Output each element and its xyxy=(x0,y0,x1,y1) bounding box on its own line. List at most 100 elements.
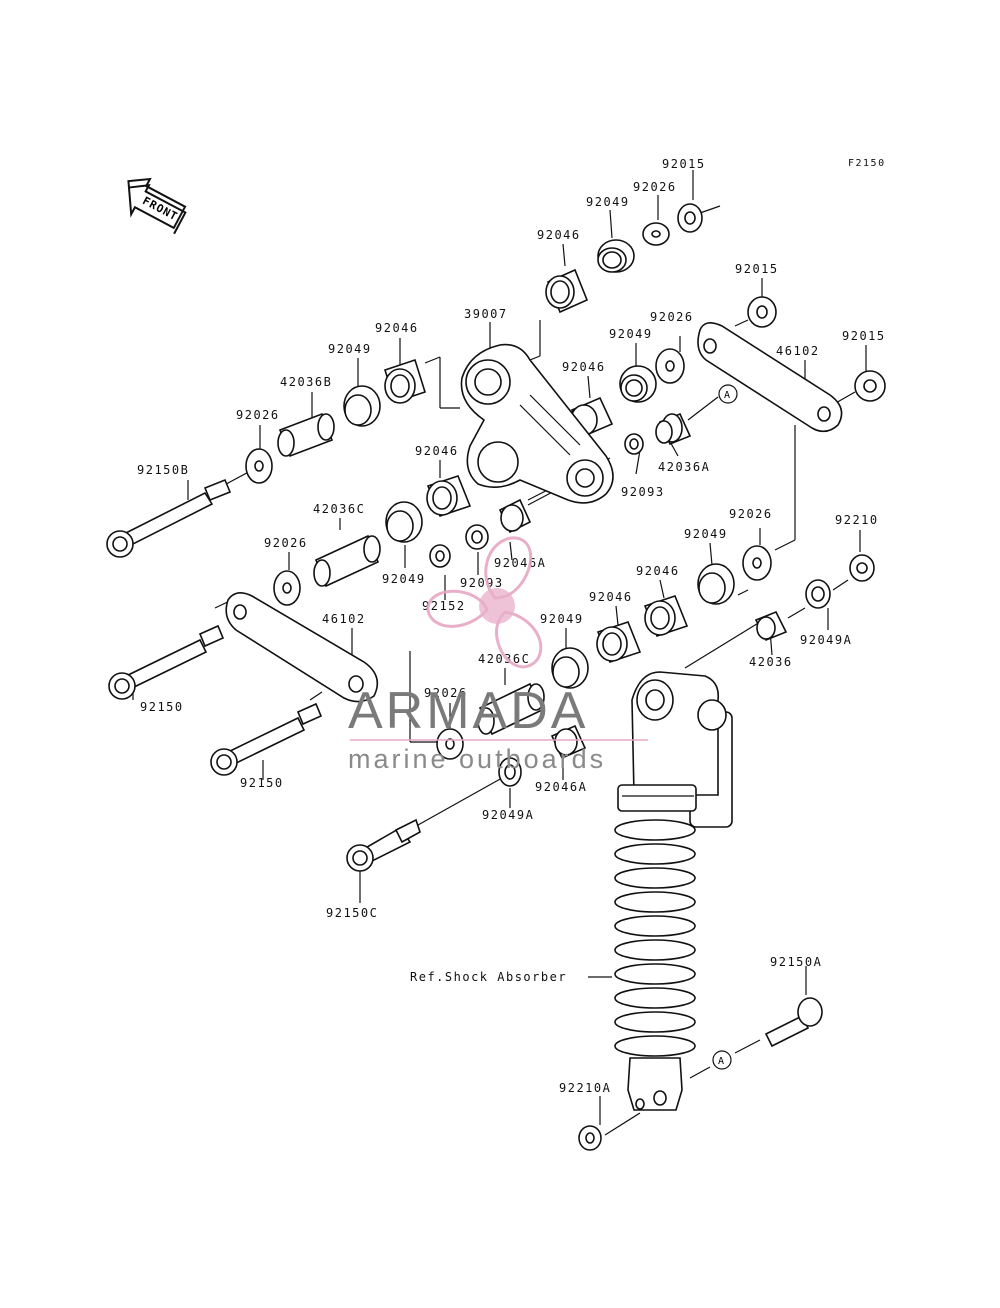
seal-92049a-right xyxy=(805,579,831,609)
seal-92049a-lower xyxy=(498,757,522,787)
marker-a-lower: A xyxy=(712,1050,732,1070)
part-label: 92049 xyxy=(540,612,584,626)
nut-92015-top xyxy=(677,203,703,233)
bushing-92046a-center xyxy=(498,498,532,534)
part-label: 92150B xyxy=(137,463,189,477)
figure-code: F2150 xyxy=(848,158,886,169)
part-label: 92150 xyxy=(240,776,284,790)
bolt-92150c xyxy=(346,818,421,872)
part-label: 92026 xyxy=(729,507,773,521)
bolt-92150b xyxy=(106,478,232,558)
part-label: 46102 xyxy=(776,344,820,358)
seal-92049-mid xyxy=(619,365,657,403)
part-label: 92046 xyxy=(589,590,633,604)
front-arrow-icon: FRONT xyxy=(127,177,187,235)
seal-92049-lower xyxy=(551,647,589,689)
part-label: 42036C xyxy=(478,652,530,666)
part-label: 92049 xyxy=(684,527,728,541)
part-label: 92015 xyxy=(662,157,706,171)
part-labels: 92015 92026 92049 92046 92015 92015 3900… xyxy=(137,157,886,1095)
svg-text:A: A xyxy=(718,1056,724,1067)
washer-92093-lower xyxy=(465,524,489,550)
part-label: 92210A xyxy=(559,1081,611,1095)
marker-a-upper: A xyxy=(718,384,738,404)
seal-92049-right xyxy=(697,563,735,605)
part-label: 92026 xyxy=(650,310,694,324)
part-label: 92049 xyxy=(586,195,630,209)
part-label: 92046 xyxy=(415,444,459,458)
part-label: 92026 xyxy=(264,536,308,550)
washer-92026-top xyxy=(642,222,670,246)
part-label: 92026 xyxy=(236,408,280,422)
part-label: 92046 xyxy=(562,360,606,374)
collar-42036 xyxy=(754,610,788,642)
bearing-92046-lower xyxy=(596,621,642,663)
washer-92026-mid xyxy=(655,348,685,384)
shock-spring xyxy=(614,819,696,1057)
shock-absorber xyxy=(614,671,733,1111)
part-label: 92015 xyxy=(735,262,779,276)
nut-92210 xyxy=(849,554,875,582)
part-label: 42036C xyxy=(313,502,365,516)
bolt-92150a xyxy=(764,997,823,1048)
armada-watermark: ARMADA marine outboards xyxy=(348,536,648,774)
part-label: 92150C xyxy=(326,906,378,920)
part-label: 92046 xyxy=(375,321,419,335)
watermark-brand: ARMADA xyxy=(348,682,588,740)
collar-42036c-lower xyxy=(477,682,545,736)
part-label: 92046A xyxy=(494,556,546,570)
part-label: 39007 xyxy=(464,307,508,321)
part-label: 92049 xyxy=(328,342,372,356)
part-label: 92093 xyxy=(621,485,665,499)
part-label: 92150 xyxy=(140,700,184,714)
rocker-arm-39007 xyxy=(460,343,614,504)
tie-rod-46102-left xyxy=(225,592,379,703)
part-label: 92049A xyxy=(800,633,852,647)
nut-92015-right xyxy=(854,370,886,402)
part-label: 92049A xyxy=(482,808,534,822)
collar-42036b xyxy=(277,412,335,458)
part-label: 92093 xyxy=(460,576,504,590)
washer-92026-right xyxy=(742,545,772,581)
part-label: 92049 xyxy=(609,327,653,341)
part-label: 92046A xyxy=(535,780,587,794)
ref-shock-absorber-label: Ref.Shock Absorber xyxy=(410,970,567,984)
part-label: 92046 xyxy=(537,228,581,242)
bearing-92046-right xyxy=(643,595,689,637)
seal-92049-left xyxy=(343,385,381,427)
part-label: 42036B xyxy=(280,375,332,389)
part-label: 92026 xyxy=(633,180,677,194)
tie-rod-46102-right xyxy=(697,322,843,433)
part-label: 92150A xyxy=(770,955,822,969)
nut-92210a xyxy=(578,1125,602,1151)
seal-92049-top xyxy=(597,239,635,273)
collar-42036c-upper xyxy=(313,534,381,588)
part-label: 92049 xyxy=(382,572,426,586)
washer-92026-lower xyxy=(436,728,464,760)
part-label: 92046 xyxy=(636,564,680,578)
washer-92093-upper xyxy=(624,433,644,455)
part-label: 92210 xyxy=(835,513,879,527)
bearing-92046-center xyxy=(426,475,472,517)
collar-42036a xyxy=(655,412,692,446)
part-label: 42036A xyxy=(658,460,710,474)
seal-92049-center xyxy=(385,501,423,543)
propeller-logo-icon xyxy=(426,536,543,669)
nut-92015-mid xyxy=(747,296,777,328)
spacer-92152 xyxy=(429,544,451,568)
part-label: 92152 xyxy=(422,599,466,613)
washer-92026-left xyxy=(245,448,273,484)
bushing-92046a-lower xyxy=(550,724,587,760)
watermark-tagline: marine outboards xyxy=(348,744,606,774)
part-label: 42036 xyxy=(749,655,793,669)
svg-text:A: A xyxy=(724,390,730,401)
bearing-92046-left xyxy=(384,358,426,404)
bolt-92150-lower xyxy=(210,702,323,776)
part-label: 46102 xyxy=(322,612,366,626)
washer-92026-center xyxy=(273,570,301,606)
bolt-92150-upper xyxy=(108,624,225,700)
part-label: 92026 xyxy=(424,686,468,700)
bearing-92046-top xyxy=(545,268,589,314)
part-label: 92015 xyxy=(842,329,886,343)
